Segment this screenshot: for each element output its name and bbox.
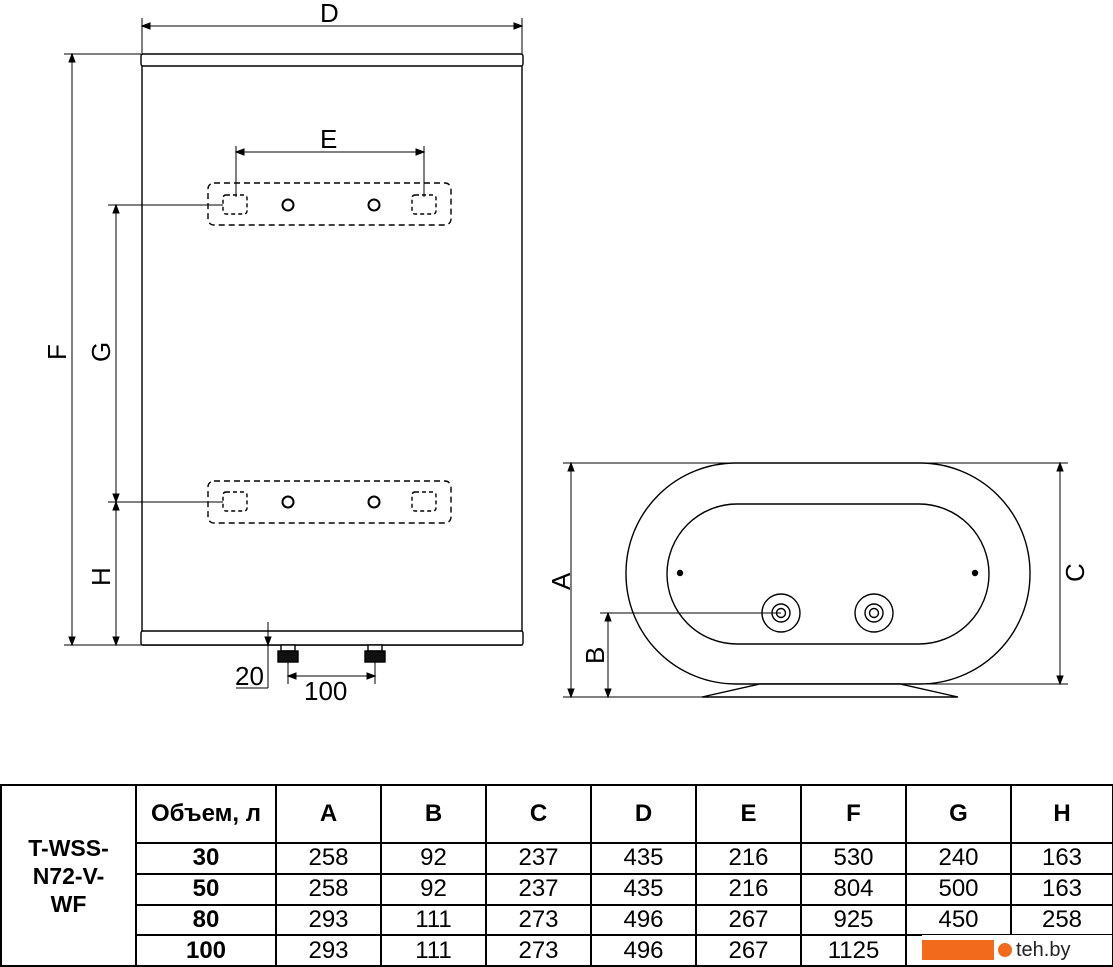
cell-a: 258	[275, 842, 382, 875]
front-dimension-lines	[64, 18, 524, 689]
pipe-outlets	[277, 644, 386, 663]
side-dimension-lines	[563, 461, 1068, 699]
cell-f: 1125	[800, 934, 907, 967]
cell-a: 293	[275, 934, 382, 967]
cell-a: 258	[275, 872, 382, 906]
dimension-drawing: D E F G H 20 100	[42, 0, 1090, 706]
cell-volume: 50	[135, 872, 277, 906]
side-outer-shell	[625, 462, 1031, 685]
header-d: D	[590, 784, 697, 844]
cell-g: 500	[905, 872, 1012, 906]
cell-c: 237	[485, 872, 592, 906]
watermark-bar	[922, 940, 994, 960]
cell-volume: 80	[135, 903, 277, 937]
dimensions-table: T-WSS- N72-V- WF Объем, л A B C D E F G …	[0, 784, 1113, 967]
cell-e: 267	[695, 903, 802, 937]
dim-label-outlet-spacing: 100	[304, 676, 347, 706]
header-e: E	[695, 784, 802, 844]
header-a: A	[275, 784, 382, 844]
cell-b: 92	[380, 842, 487, 875]
dim-label-f: F	[42, 344, 72, 360]
cell-h: 163	[1010, 872, 1113, 906]
side-inner-panel	[666, 503, 990, 645]
table-row: 30 258 92 237 435 216 530 240 163	[1, 842, 1113, 875]
tank-bottom-cap	[140, 630, 524, 646]
cell-e: 267	[695, 934, 802, 967]
cell-e: 216	[695, 842, 802, 875]
watermark-logo-icon	[998, 943, 1012, 957]
cell-volume: 30	[135, 842, 277, 875]
dimensions-table-container: T-WSS- N72-V- WF Объем, л A B C D E F G …	[0, 784, 1113, 967]
model-name-cell: T-WSS- N72-V- WF	[0, 784, 137, 967]
cell-volume: 100	[135, 934, 277, 967]
cell-g: 240	[905, 842, 1012, 875]
header-volume: Объем, л	[135, 784, 277, 844]
cell-b: 111	[380, 903, 487, 937]
dim-label-g: G	[86, 342, 116, 362]
header-c: C	[485, 784, 592, 844]
table-row: 80 293 111 273 496 267 925 450 258	[1, 903, 1113, 937]
watermark: teh.by	[922, 935, 1112, 965]
cell-d: 435	[590, 842, 697, 875]
model-line: WF	[50, 890, 87, 917]
table-row: 50 258 92 237 435 216 804 500 163	[1, 872, 1113, 906]
cell-h: 258	[1010, 903, 1113, 937]
cell-f: 925	[800, 903, 907, 937]
cell-a: 293	[275, 903, 382, 937]
watermark-text: teh.by	[1016, 938, 1071, 961]
lower-mounting-bracket	[207, 480, 452, 524]
side-view	[625, 462, 1031, 698]
dim-label-d: D	[320, 0, 339, 28]
cell-c: 237	[485, 842, 592, 875]
cell-c: 273	[485, 903, 592, 937]
model-line: N72-V-	[32, 862, 105, 889]
cell-b: 92	[380, 872, 487, 906]
cell-f: 530	[800, 842, 907, 875]
dim-label-b: B	[580, 647, 610, 664]
cell-d: 496	[590, 934, 697, 967]
upper-mounting-bracket	[207, 182, 452, 226]
cell-e: 216	[695, 872, 802, 906]
cell-b: 111	[380, 934, 487, 967]
side-screw-right	[971, 569, 979, 577]
side-base-stand	[701, 683, 959, 698]
cell-d: 435	[590, 872, 697, 906]
cell-f: 804	[800, 872, 907, 906]
dim-label-h: H	[86, 567, 116, 586]
dim-label-c: C	[1060, 563, 1090, 582]
header-g: G	[905, 784, 1012, 844]
cell-g: 450	[905, 903, 1012, 937]
cell-c: 273	[485, 934, 592, 967]
cell-d: 496	[590, 903, 697, 937]
table-header-row: T-WSS- N72-V- WF Объем, л A B C D E F G …	[0, 784, 1113, 967]
header-b: B	[380, 784, 487, 844]
tank-top-cap	[140, 53, 524, 67]
header-f: F	[800, 784, 907, 844]
side-outlet-right	[854, 593, 894, 633]
model-line: T-WSS-	[28, 834, 109, 861]
dim-label-e: E	[320, 124, 337, 154]
dim-label-a: A	[546, 572, 576, 590]
header-h: H	[1010, 784, 1113, 844]
dim-label-outlet-height: 20	[235, 661, 264, 691]
side-screw-left	[676, 569, 684, 577]
cell-h: 163	[1010, 842, 1113, 875]
